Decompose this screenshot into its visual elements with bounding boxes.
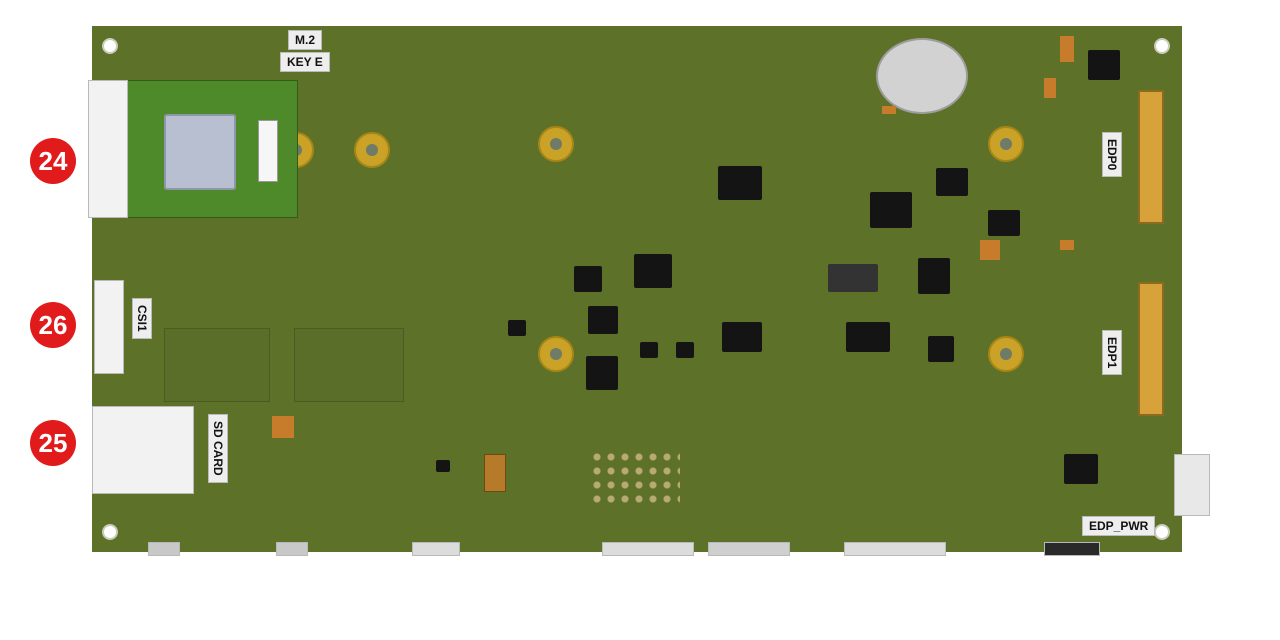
module-label-sticker [258, 120, 278, 182]
ic-chip [508, 320, 526, 336]
capacitor [882, 106, 896, 114]
bottom-edge-connector [708, 542, 790, 556]
edp1-connector [1138, 282, 1164, 416]
ic-chip [928, 336, 954, 362]
mounting-hole [1154, 524, 1170, 540]
csi-connector [94, 280, 124, 374]
bga-area [590, 450, 680, 508]
sd-card-slot [92, 406, 194, 494]
pcb-board [88, 26, 1210, 556]
rf-shield [164, 114, 236, 190]
ic-chip [586, 356, 618, 390]
mounting-hole [102, 38, 118, 54]
m2-socket [88, 80, 128, 218]
standoff [538, 336, 574, 372]
ic-chip [870, 192, 912, 228]
ic-chip [1088, 50, 1120, 80]
standoff [988, 336, 1024, 372]
ic-chip [1064, 454, 1098, 484]
label-edp-pwr: EDP_PWR [1082, 516, 1156, 536]
ic-chip [718, 166, 762, 200]
ic-chip [936, 168, 968, 196]
capacitor [1044, 78, 1056, 98]
callout-24: 24 [30, 138, 76, 184]
ic-chip [640, 342, 658, 358]
label-key-e: KEY E [280, 52, 330, 72]
standoff [988, 126, 1024, 162]
ic-chip [828, 264, 878, 292]
callout-25: 25 [30, 420, 76, 466]
label-edp1: EDP1 [1102, 330, 1122, 376]
bottom-edge-connector [602, 542, 694, 556]
copper-pour-pad [164, 328, 270, 402]
bottom-edge-connector [1044, 542, 1100, 556]
mounting-hole [102, 524, 118, 540]
label-edp0: EDP0 [1102, 132, 1122, 178]
label-m2: M.2 [288, 30, 323, 50]
edp0-connector [1138, 90, 1164, 224]
coin-cell-battery [876, 38, 968, 114]
bottom-edge-connector [276, 542, 308, 556]
ic-chip [436, 460, 450, 472]
mounting-hole [1154, 38, 1170, 54]
standoff [354, 132, 390, 168]
capacitor [1060, 240, 1074, 250]
capacitor [1060, 36, 1074, 62]
capacitor [272, 416, 294, 438]
standoff [538, 126, 574, 162]
ic-chip [634, 254, 672, 288]
callout-26: 26 [30, 302, 76, 348]
ic-chip [722, 322, 762, 352]
ic-chip [918, 258, 950, 294]
ic-chip [574, 266, 602, 292]
ic-chip [676, 342, 694, 358]
ic-chip [988, 210, 1020, 236]
bottom-edge-connector [844, 542, 946, 556]
ic-chip [588, 306, 618, 334]
capacitor [980, 240, 1000, 260]
label-csi1: CSI1 [132, 298, 152, 339]
bottom-edge-connector [412, 542, 460, 556]
bottom-edge-connector [148, 542, 180, 556]
capacitor [484, 454, 506, 492]
edp-pwr-connector [1174, 454, 1210, 516]
copper-pour-pad [294, 328, 404, 402]
ic-chip [846, 322, 890, 352]
label-sd-card: SD CARD [208, 414, 228, 483]
